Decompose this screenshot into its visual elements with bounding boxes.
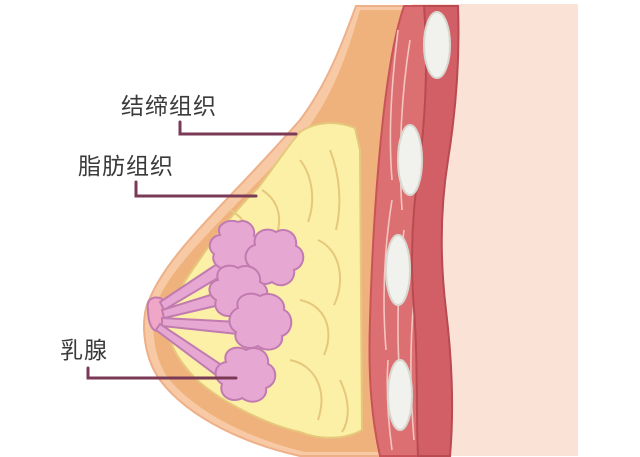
leader-gland <box>86 366 238 380</box>
label-mammary-gland: 乳腺 <box>60 338 108 364</box>
label-fat-tissue: 脂肪组织 <box>78 154 174 180</box>
fat-lobule-lines <box>229 149 349 433</box>
label-connective-tissue: 结缔组织 <box>121 94 217 120</box>
rib-2 <box>397 124 423 196</box>
gland-lobule-4 <box>228 292 293 351</box>
gland-lobules <box>208 219 305 403</box>
rib-4 <box>387 359 413 431</box>
leader-lines <box>86 120 298 380</box>
rib-3 <box>385 234 411 306</box>
leader-connective <box>178 120 298 136</box>
rib-bones <box>385 11 451 431</box>
rib-1 <box>423 11 451 79</box>
gland-lobule-5 <box>214 346 277 403</box>
leader-fat <box>134 180 258 198</box>
